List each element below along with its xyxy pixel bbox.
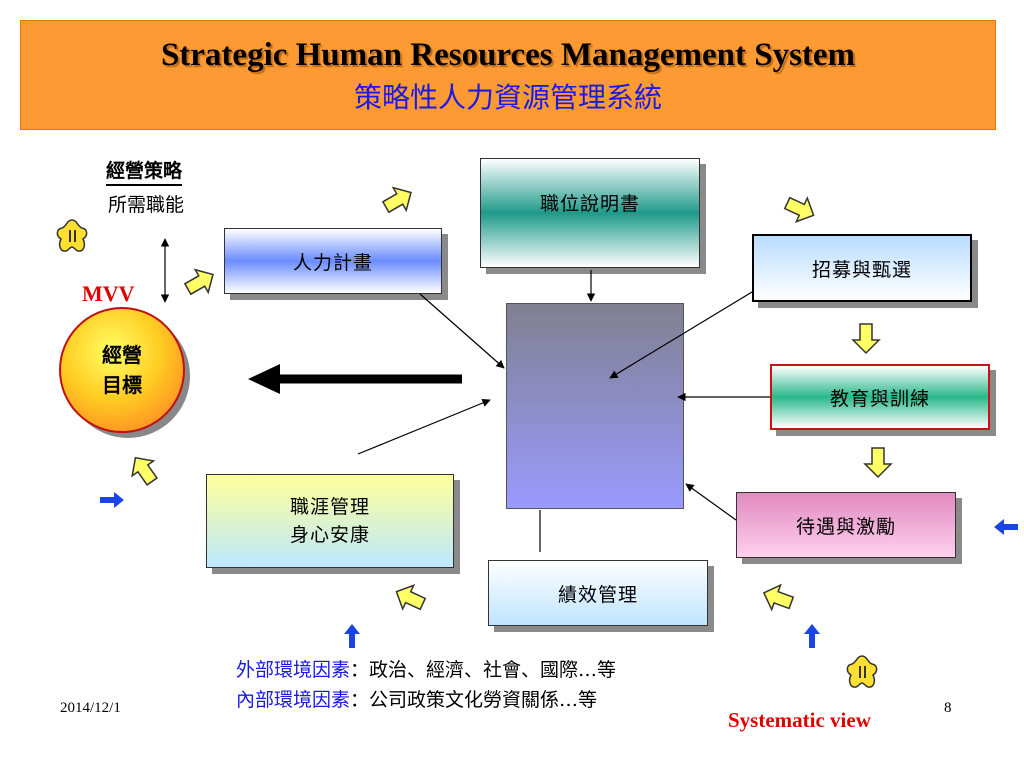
blue-arrow-left-icon (994, 519, 1018, 535)
star-badge-icon (56, 219, 88, 253)
yellow-arrow-icon (852, 323, 880, 354)
career-line-1: 職涯管理 (289, 496, 370, 518)
blue-arrow-up-icon (344, 624, 360, 648)
center-core-box (506, 303, 684, 509)
yellow-arrow-icon (390, 579, 429, 617)
goal-text: 經營 目標 (92, 340, 152, 400)
title-english: Strategic Human Resources Management Sys… (160, 37, 856, 73)
recruit-to-center-line (609, 291, 753, 379)
big-left-arrow-head (248, 364, 280, 394)
compensation-box: 待遇與激勵 (736, 492, 956, 558)
hrplan-to-center-line (419, 293, 505, 369)
training-box: 教育與訓練 (770, 364, 990, 430)
goal-line-1: 經營 (102, 343, 142, 367)
yellow-arrow-icon (180, 262, 221, 302)
job-description-box: 職位說明書 (480, 158, 700, 268)
career-line-2: 身心安康 (289, 524, 370, 546)
strategy-subtext: 所需職能 (108, 194, 185, 216)
compensation-to-center-line (685, 483, 737, 521)
yellow-arrow-icon (123, 449, 164, 490)
performance-box: 績效管理 (488, 560, 708, 626)
systematic-view-label: Systematic view (728, 708, 871, 732)
recruitment-box: 招募與甄選 (752, 234, 972, 302)
title-banner: Strategic Human Resources Management Sys… (20, 20, 996, 130)
yellow-arrow-icon (758, 579, 797, 616)
environment-factors: 外部環境因素：政治、經濟、社會、國際…等 內部環境因素：公司政策文化勞資關係…等 (236, 655, 616, 715)
footer-date: 2014/12/1 (60, 700, 121, 716)
yellow-arrow-icon (378, 180, 419, 220)
strategy-heading: 經營策略 (106, 158, 183, 186)
page-number: 8 (944, 700, 952, 716)
goal-circle (59, 307, 185, 433)
career-box: 職涯管理 身心安康 (206, 474, 454, 568)
internal-factor-text: ：公司政策文化勞資關係…等 (350, 689, 598, 711)
blue-arrow-right-icon (100, 492, 124, 508)
internal-factor-label: 內部環境因素 (236, 689, 351, 711)
title-chinese: 策略性人力資源管理系統 (353, 81, 662, 114)
external-factor-text: ：政治、經濟、社會、國際…等 (350, 659, 617, 681)
yellow-arrow-icon (781, 190, 820, 228)
career-to-center-line (357, 398, 491, 455)
yellow-arrow-icon (864, 447, 892, 478)
external-factor-label: 外部環境因素 (236, 659, 351, 681)
goal-line-2: 目標 (102, 373, 142, 397)
star-badge-icon (846, 655, 878, 689)
blue-arrow-up-icon (804, 624, 820, 648)
mvv-label: MVV (82, 281, 135, 306)
hr-plan-box: 人力計畫 (224, 228, 442, 294)
